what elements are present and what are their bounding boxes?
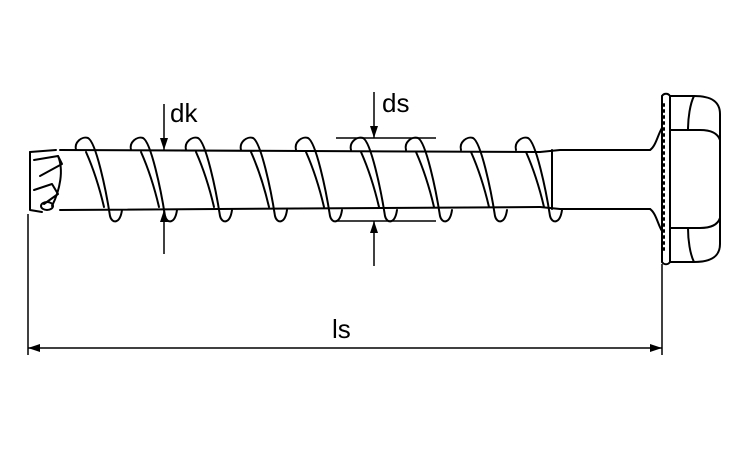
thread-root	[525, 151, 545, 208]
screw-shank	[539, 127, 663, 232]
thread-crest	[514, 136, 563, 223]
thread-crests	[74, 136, 563, 223]
thread-root	[140, 151, 160, 208]
thread-core	[59, 149, 541, 211]
thread-root	[195, 151, 215, 208]
thread-root	[250, 151, 270, 208]
thread-crest	[294, 136, 343, 223]
screw	[29, 92, 721, 266]
thread-root	[305, 151, 325, 208]
thread-crest	[74, 136, 123, 223]
thread-crest	[239, 136, 288, 223]
dimension-ls	[27, 214, 663, 355]
thread-root	[360, 151, 380, 208]
thread-root	[85, 151, 105, 208]
thread-crest	[404, 136, 453, 223]
ls-label: ls	[332, 314, 351, 344]
dimension-ds	[336, 92, 436, 266]
thread-crest	[184, 136, 233, 223]
screw-tip	[29, 149, 63, 213]
dk-label: dk	[170, 98, 198, 128]
thread-crest	[129, 136, 178, 223]
thread-root	[470, 151, 490, 208]
thread-root	[415, 151, 435, 208]
screw-head	[661, 92, 721, 266]
ds-label: ds	[382, 88, 409, 118]
thread-crest	[459, 136, 508, 223]
